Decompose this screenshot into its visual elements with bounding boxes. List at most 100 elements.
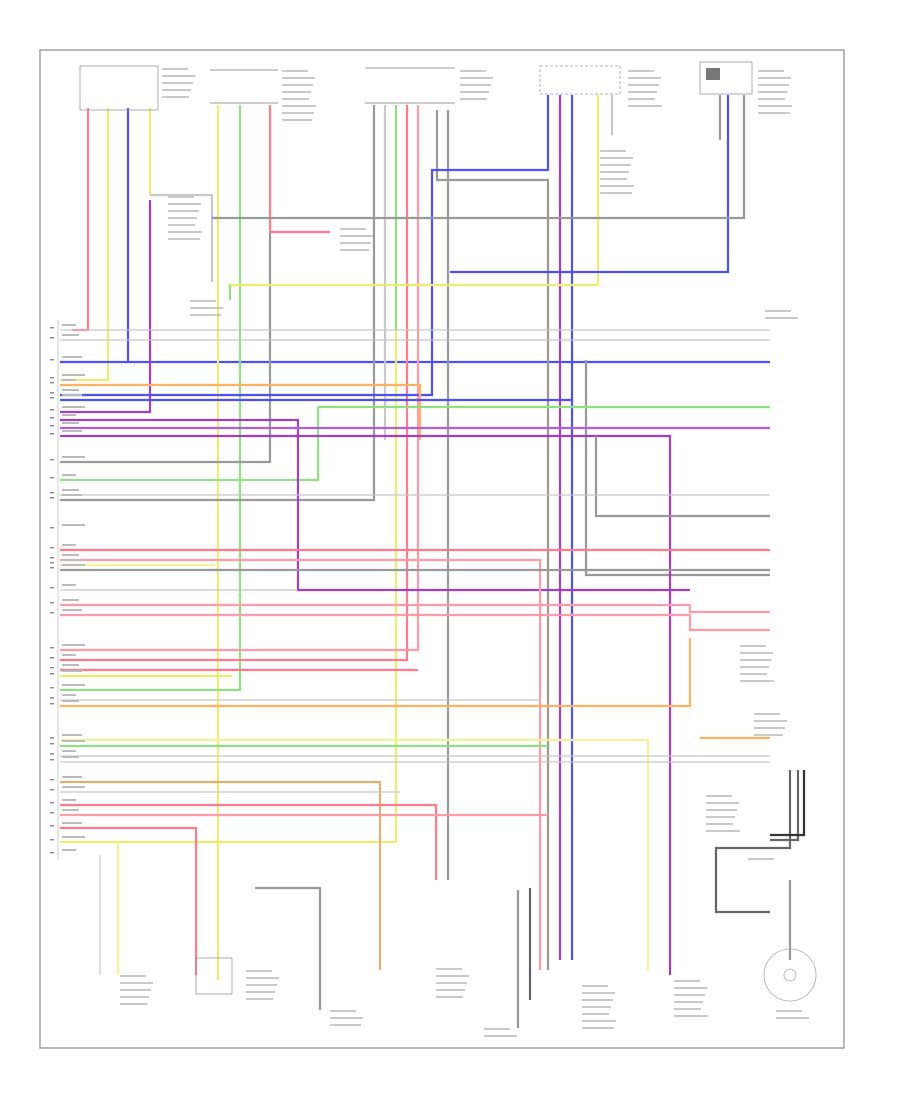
right-comp-4-text	[706, 830, 740, 832]
ecu-pin-tick	[50, 377, 54, 379]
wire-yellow-4	[228, 95, 600, 287]
right-comp-2-text	[740, 680, 774, 682]
relay-label-text	[168, 238, 200, 240]
component-top-2-text	[282, 98, 309, 100]
bottom-ground-text	[484, 1028, 510, 1030]
ground-label-2	[600, 157, 633, 159]
ground-label-1	[190, 307, 223, 309]
bottom-comp-2-text	[246, 977, 279, 979]
ecu-pin-tick	[50, 587, 54, 589]
wires-layer	[60, 95, 806, 1028]
wire-red-low	[60, 803, 438, 880]
bottom-comp-4-text	[436, 968, 462, 970]
ecu-pin-tick	[50, 397, 54, 399]
bottom-comp-1-text	[120, 996, 149, 998]
ecu-pin-label-mark	[62, 422, 79, 424]
ground-label-2	[600, 192, 632, 194]
ecu-pin-tick	[50, 697, 54, 699]
wire-black-right-3	[770, 770, 806, 837]
component-top-1	[79, 65, 159, 111]
ecu-pin-label-mark	[62, 609, 82, 611]
ecu-pin-label-mark	[62, 356, 82, 358]
component-top-5-text	[758, 77, 791, 79]
right-comp-2-text	[740, 659, 771, 661]
splice-label-text	[340, 235, 373, 237]
component-top-5	[699, 61, 753, 95]
bottom-ground-text	[484, 1035, 517, 1037]
component-top-1-text	[162, 82, 193, 84]
bottom-comp-4-text	[436, 982, 467, 984]
component-top-4-text	[628, 98, 655, 100]
component-top-5-text	[758, 84, 789, 86]
ecu-pin-label-mark	[62, 740, 85, 742]
ecu-pin-tick	[50, 409, 54, 411]
ecu-pin-tick	[50, 687, 54, 689]
ecu-pin-label-mark	[62, 494, 82, 496]
component-top-5-text	[758, 98, 785, 100]
bottom-comp-6-text	[674, 1001, 703, 1003]
ecu-pin-tick	[50, 459, 54, 461]
wire-black-right-2	[770, 770, 800, 842]
ground-label-2	[600, 185, 634, 187]
ecu-pin-tick	[50, 839, 54, 841]
wire-red-top-left	[72, 108, 90, 332]
ecu-pin-tick	[50, 382, 54, 384]
ecu-pin-label-mark	[62, 776, 82, 778]
wire-black-4	[435, 110, 550, 970]
ecu-pin-tick	[50, 789, 54, 791]
bottom-comp-6-text	[674, 980, 700, 982]
ecu-pin-tick	[50, 602, 54, 604]
component-top-4-text	[628, 84, 659, 86]
bottom-comp-2-text	[246, 998, 273, 1000]
ecu-pin-label-mark	[62, 700, 79, 702]
ecu-pin-label-mark	[62, 599, 79, 601]
ecu-pin-tick	[50, 802, 54, 804]
ecu-pin-tick	[50, 703, 54, 705]
bottom-comp-6-text	[674, 987, 707, 989]
ecu-pin-label-mark	[62, 456, 85, 458]
wire-gray-6	[212, 95, 746, 220]
right-comp-3-text	[754, 720, 787, 722]
bottom-comp-3-text	[330, 1017, 363, 1019]
components-layer	[57, 61, 817, 1037]
right-comp-1-text	[765, 317, 798, 319]
relay-label-text	[168, 210, 199, 212]
bottom-comp-1-text	[120, 989, 151, 991]
component-top-5-text	[758, 70, 784, 72]
wire-red-3	[60, 105, 409, 662]
wire-black-right-1	[714, 770, 792, 914]
ecu-pin-label-mark	[62, 544, 76, 546]
ecu-pin-tick	[50, 417, 54, 419]
wire-gray-bottom	[255, 886, 322, 1010]
right-comp-3-text	[754, 734, 783, 736]
bottom-comp-5-text	[582, 985, 608, 987]
ecu-pin-label-mark	[62, 684, 85, 686]
bottom-comp-1-text	[120, 975, 146, 977]
ecu-pin-label-mark	[62, 750, 76, 752]
ecu-pin-label-mark	[62, 644, 85, 646]
relay-label-text	[168, 224, 195, 226]
ecu-pin-label-mark	[62, 849, 76, 851]
ecu-pin-tick	[50, 825, 54, 827]
ecu-pin-label-mark	[62, 584, 76, 586]
ecu-pin-tick	[50, 327, 54, 329]
ecu-pin-tick	[50, 433, 54, 435]
ecu-pin-tick	[50, 753, 54, 755]
ecu-pin-tick	[50, 497, 54, 499]
bottom-comp-6-text	[674, 994, 705, 996]
right-comp-3-text	[754, 713, 780, 715]
ecu-pin-label-mark	[62, 374, 85, 376]
ecu-pin-tick	[50, 759, 54, 761]
ecu-pin-label-mark	[62, 670, 82, 672]
relay-label-text	[168, 196, 194, 198]
ecu-pin-tick	[50, 492, 54, 494]
wire-blue-6	[450, 95, 730, 274]
ecu-pin-label-mark	[62, 389, 79, 391]
ground-label-1	[190, 300, 216, 302]
wire-tan-low	[60, 780, 382, 970]
wire-green-mid-2	[60, 407, 320, 482]
bottom-comp-5-text	[582, 1020, 616, 1022]
component-top-2-text	[282, 119, 312, 121]
distributor-label	[776, 1017, 809, 1019]
